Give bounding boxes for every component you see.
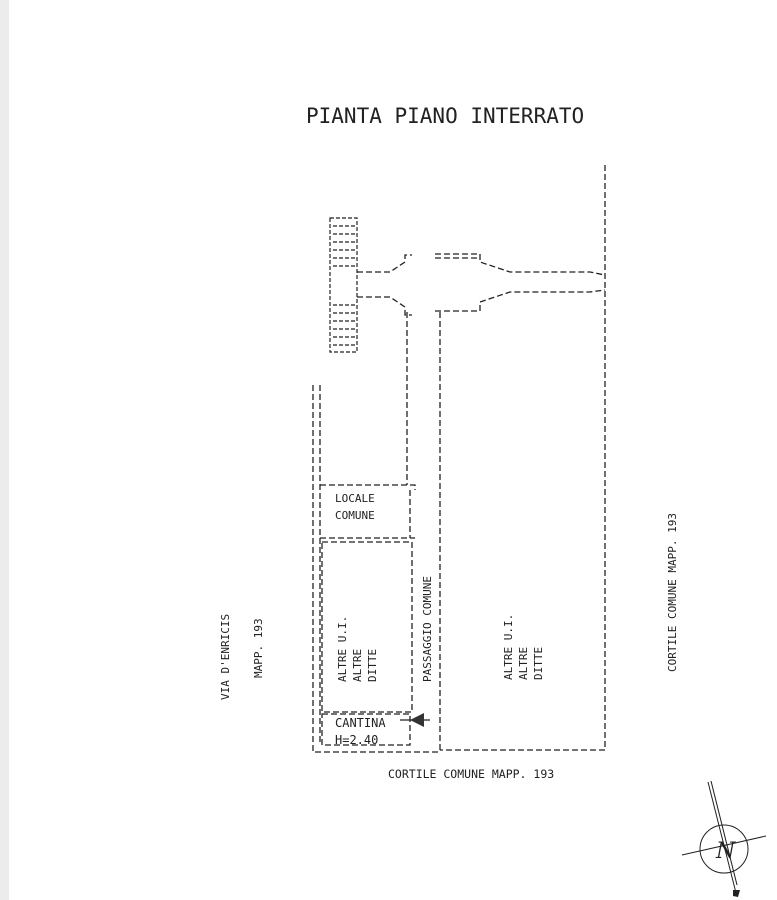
altre-right-label-1: ALTRE U.I.	[502, 614, 515, 680]
north-compass-icon: N	[681, 780, 767, 897]
altre-left-label-3: DITTE	[366, 649, 379, 682]
cortile-bottom-label: CORTILE COMUNE MAPP. 193	[388, 767, 554, 781]
staircase	[329, 217, 358, 353]
corridor-bottom-right	[435, 289, 606, 312]
cantina-height-label: H=2.40	[335, 733, 378, 747]
via-label: VIA D'ENRICIS	[219, 614, 232, 700]
locale-comune-label-2: COMUNE	[335, 509, 375, 522]
cantina-room	[321, 713, 411, 746]
altre-left-label-1: ALTRE U.I.	[336, 616, 349, 682]
entrance-arrow-icon	[400, 713, 430, 727]
page-edge	[0, 0, 9, 900]
outer-left-wall	[312, 385, 440, 753]
altre-right-label-3: DITTE	[532, 647, 545, 680]
cantina-label: CANTINA	[335, 716, 386, 730]
north-label: N	[715, 839, 736, 864]
room-labels: LOCALE COMUNE CANTINA H=2.40 CORTILE COM…	[219, 492, 679, 781]
altre-right-label-2: ALTRE	[517, 647, 530, 680]
mapp-left-label: MAPP. 193	[252, 618, 265, 678]
altre-ui-left-room	[321, 541, 413, 713]
locale-comune-label-1: LOCALE	[335, 492, 375, 505]
locale-comune-room	[320, 484, 416, 539]
corridor-top-right	[435, 253, 606, 276]
passaggio-label: PASSAGGIO COMUNE	[421, 576, 434, 682]
cortile-right-label: CORTILE COMUNE MAPP. 193	[666, 513, 679, 672]
plan-title: PIANTA PIANO INTERRATO	[306, 104, 584, 128]
walls	[312, 165, 606, 753]
right-boundary-wall	[440, 165, 606, 751]
altre-left-label-2: ALTRE	[351, 649, 364, 682]
corridor-top-left	[357, 254, 412, 273]
corridor-bottom-left	[357, 296, 412, 316]
